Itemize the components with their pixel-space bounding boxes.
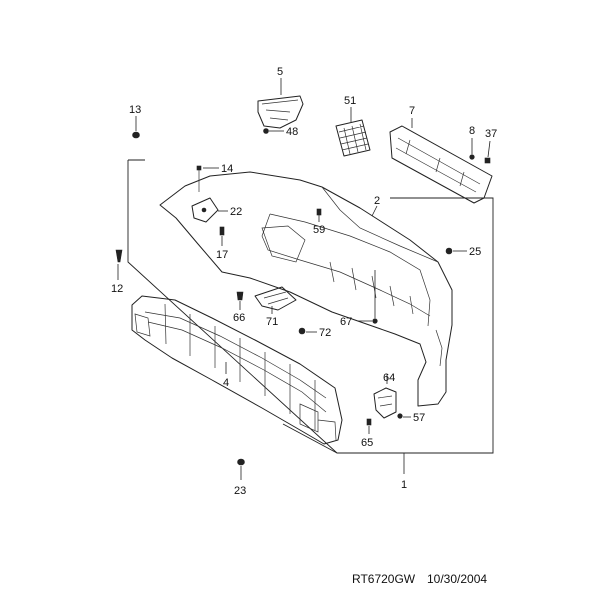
callout-66: 66 [233,312,245,324]
callout-12: 12 [111,283,123,295]
callout-labels: 5 51 7 8 37 13 48 14 2 22 59 25 17 12 66… [111,66,497,497]
bracket-part-5 [257,78,304,129]
callout-23: 23 [234,485,246,497]
callout-1: 1 [401,479,407,491]
bumper-fascia-part-2 [159,171,453,407]
assembly-frame [127,159,494,454]
callout-14: 14 [221,163,233,175]
screw-part-17 [219,226,225,246]
diagram-code: RT6720GW [352,572,416,586]
nut-part-37 [484,140,491,164]
callout-22: 22 [230,206,242,218]
screw-part-25 [445,247,467,255]
nut-part-72 [298,327,317,335]
grille-part-51 [335,107,371,157]
plate-bracket-part-7 [389,118,493,204]
callout-25: 25 [469,246,481,258]
callout-72: 72 [319,327,331,339]
bolt-part-67 [358,270,378,324]
callout-8: 8 [469,125,475,137]
callout-59: 59 [313,224,325,236]
screw-part-8 [469,138,475,160]
clip-part-66 [236,291,244,310]
screw-part-48 [263,128,284,134]
callout-48: 48 [286,126,298,138]
bolt-part-14 [196,165,219,192]
clip-part-12 [115,249,123,280]
clip-part-59 [316,208,322,222]
callout-64: 64 [383,372,395,384]
callout-65: 65 [361,437,373,449]
callout-4: 4 [223,377,229,389]
callout-5: 5 [277,66,283,78]
callout-51: 51 [344,95,356,107]
screw-part-65 [366,418,372,434]
diagram-footer: RT6720GW 10/30/2004 [352,572,487,586]
nut-part-23 [237,458,245,480]
bracket-part-22 [191,197,228,223]
diagram-date: 10/30/2004 [427,572,487,586]
callout-13: 13 [129,104,141,116]
clip-part-13 [132,116,140,139]
bracket-part-64 [373,374,397,419]
callout-17: 17 [216,249,228,261]
callout-71: 71 [266,316,278,328]
bracket-part-71 [254,286,297,314]
callout-37: 37 [485,128,497,140]
callout-57: 57 [413,412,425,424]
screw-part-57 [397,413,411,419]
callout-2: 2 [374,195,380,207]
callout-67: 67 [340,316,352,328]
callout-7: 7 [409,105,415,117]
beam-part-4 [131,295,343,445]
